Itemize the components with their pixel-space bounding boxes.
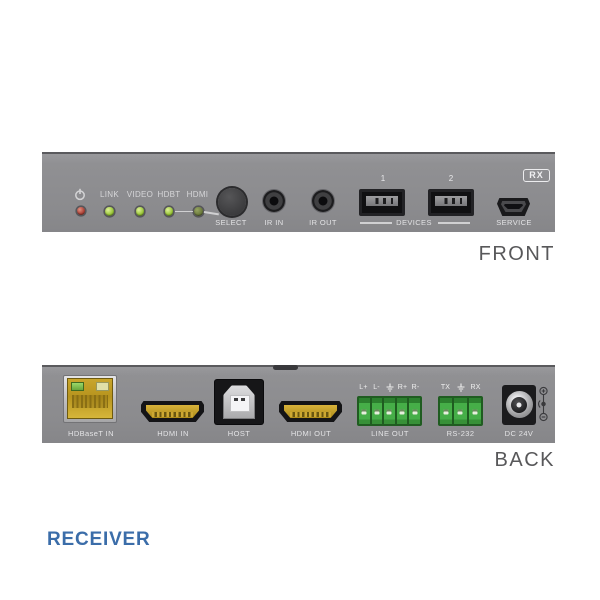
hdmi-out-port[interactable]: [279, 401, 342, 422]
select-button[interactable]: [218, 188, 246, 216]
rx-badge: RX: [523, 169, 550, 182]
hdmi-connector: [146, 405, 199, 418]
lineout-pin-rplus: R+: [397, 383, 408, 391]
indicator-label-hdbt: HDBT: [157, 189, 181, 199]
hdmi-out-label: HDMI OUT: [290, 429, 332, 438]
lineout-pin-lplus: L+: [359, 383, 368, 391]
dc-label: DC 24V: [504, 429, 534, 438]
video-led: [135, 207, 145, 216]
devices-line-left: [360, 222, 392, 224]
hdmi-select-link-line: [203, 210, 219, 215]
rs232-pin-tx: TX: [440, 383, 451, 391]
usb-port-1[interactable]: [359, 189, 405, 216]
polarity-diagram-icon: [538, 386, 548, 422]
usb-port-1-number: 1: [380, 174, 386, 183]
indicator-label-link: LINK: [100, 189, 119, 199]
devices-line-right: [438, 222, 470, 224]
front-caption: FRONT: [478, 243, 555, 265]
host-usb-b-port[interactable]: [215, 380, 263, 424]
hdmi-in-label: HDMI IN: [157, 429, 189, 438]
rj45-green-led: [71, 382, 84, 391]
service-label: SERVICE: [496, 217, 532, 227]
rs232-pin-rx: RX: [470, 383, 481, 391]
hdmi-connector: [284, 405, 337, 418]
rj45-pins: [72, 395, 108, 408]
ir-in-label: IR IN: [264, 217, 284, 227]
service-micro-usb-port[interactable]: [497, 198, 530, 216]
lineout-pin-rminus: R-: [411, 383, 420, 391]
ground-icon: [457, 383, 464, 392]
front-panel: LINK VIDEO HDBT HDMI SELECT IR IN IR OUT…: [42, 152, 555, 232]
power-icon: [74, 188, 85, 201]
power-led: [76, 206, 86, 216]
dc-ring: [505, 391, 533, 418]
indicator-label-hdmi: HDMI: [186, 189, 209, 199]
rj45-connector: [67, 378, 113, 419]
dc-power-jack[interactable]: [502, 385, 536, 425]
usb-tongue: [435, 196, 467, 206]
lineout-pin-lminus: L-: [373, 383, 380, 391]
hdmi-led: [194, 207, 203, 216]
select-label: SELECT: [215, 217, 247, 227]
indicator-label-video: VIDEO: [126, 189, 154, 199]
usb-port-2-number: 2: [448, 174, 454, 183]
top-slot-notch: [273, 365, 298, 370]
ground-icon: [386, 383, 393, 392]
usb-port-2[interactable]: [428, 189, 474, 216]
hdmi-in-port[interactable]: [141, 401, 204, 422]
line-out-label: LINE OUT: [371, 429, 409, 438]
ir-in-jack[interactable]: [263, 190, 285, 212]
usb-b-connector: [223, 385, 255, 419]
rs232-label: RS-232: [446, 429, 475, 438]
rs232-terminal-block[interactable]: [438, 396, 483, 426]
hdbt-led: [164, 207, 174, 216]
ir-out-jack[interactable]: [312, 190, 334, 212]
hdbaset-label: HDBaseT IN: [68, 429, 114, 438]
back-caption: BACK: [494, 449, 555, 471]
rx-badge-text: RX: [529, 170, 544, 180]
link-led: [105, 207, 114, 216]
ir-out-label: IR OUT: [309, 217, 337, 227]
usb-tongue: [366, 196, 398, 206]
line-out-terminal-block[interactable]: [357, 396, 422, 426]
hdbt-hdmi-link-line: [174, 210, 193, 213]
page-title: RECEIVER: [47, 529, 151, 550]
host-label: HOST: [227, 429, 251, 438]
hdbaset-rj45-port[interactable]: [63, 375, 117, 423]
back-panel: HDBaseT IN HDMI IN HOST HDMI OUT L+ L- R…: [42, 365, 555, 443]
rj45-yellow-led: [96, 382, 109, 391]
devices-label: DEVICES: [396, 217, 432, 227]
